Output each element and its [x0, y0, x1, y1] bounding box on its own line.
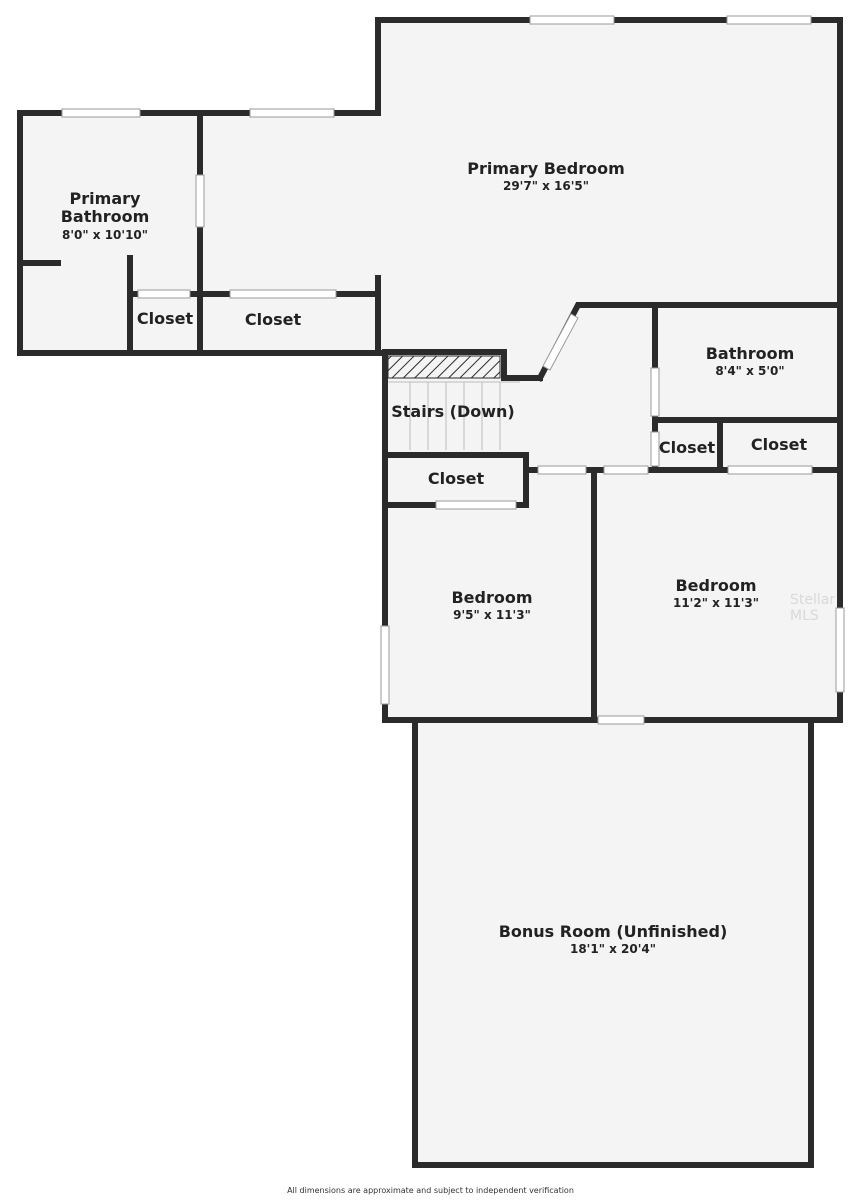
hall-floor: [385, 305, 840, 475]
room-name: Stairs (Down): [391, 402, 515, 421]
bonus-room-floor: [415, 720, 811, 1165]
room-dims: 8'0" x 10'10": [61, 227, 149, 242]
stairs-treads: [387, 355, 520, 450]
closet-c-label: Closet: [656, 438, 718, 457]
bathroom-label: Bathroom 8'4" x 5'0": [675, 344, 825, 379]
room-dims: 18'1" x 20'4": [569, 942, 657, 957]
room-name: Closet: [658, 438, 716, 457]
room-dims: 8'4" x 5'0": [715, 364, 785, 379]
room-name-line2: Bathroom: [60, 207, 150, 227]
closet-e-label: Closet: [388, 469, 524, 488]
disclaimer-footer: All dimensions are approximate and subje…: [287, 1186, 574, 1195]
floor-fills: [20, 20, 840, 1165]
room-name: Bedroom: [675, 576, 757, 595]
room-name: Bathroom: [705, 344, 795, 363]
lower-bedrooms-floor: [385, 453, 840, 718]
room-name: Closet: [750, 435, 808, 454]
room-name: Closet: [136, 309, 194, 328]
primary-bedroom-label: Primary Bedroom 29'7" x 16'5": [446, 159, 646, 194]
bonus-room-label: Bonus Room (Unfinished) 18'1" x 20'4": [483, 922, 743, 957]
closet-d-label: Closet: [722, 435, 836, 454]
room-dims: 29'7" x 16'5": [502, 179, 590, 194]
room-name: Bonus Room (Unfinished): [498, 922, 728, 941]
closet-b-label: Closet: [203, 310, 343, 329]
room-dims: 9'5" x 11'3": [453, 608, 531, 623]
closet-a-label: Closet: [132, 309, 198, 328]
room-name: Closet: [427, 469, 485, 488]
bedroom-right-label: Bedroom 11'2" x 11'3": [636, 576, 796, 611]
room-name: Closet: [244, 310, 302, 329]
room-dims: 11'2" x 11'3": [672, 596, 760, 611]
primary-suite-floor: [378, 20, 840, 378]
bedroom-left-label: Bedroom 9'5" x 11'3": [412, 588, 572, 623]
room-name: Primary Bedroom: [467, 159, 625, 178]
windows: [61, 15, 845, 725]
room-name: Bedroom: [451, 588, 533, 607]
stairs-label: Stairs (Down): [388, 402, 518, 421]
room-name-line1: Primary: [69, 189, 141, 208]
watermark: Stellar MLS: [790, 592, 836, 624]
primary-bathroom-label: Primary Bathroom 8'0" x 10'10": [30, 189, 180, 243]
